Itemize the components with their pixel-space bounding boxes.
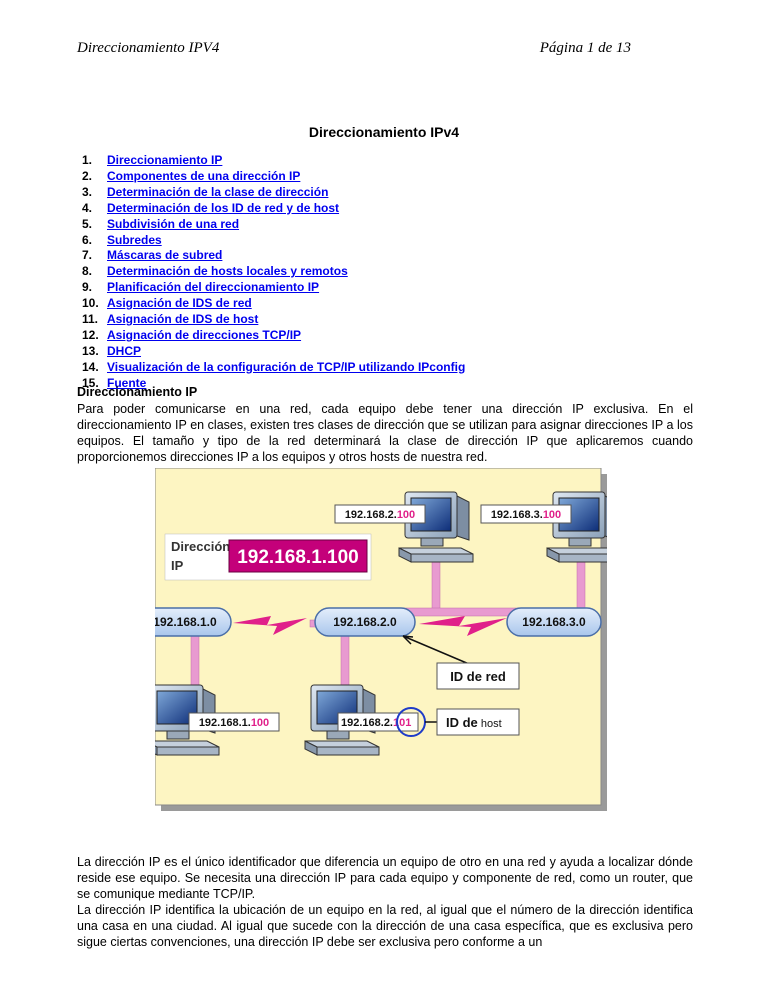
toc-link[interactable]: Determinación de la clase de dirección	[107, 184, 329, 199]
toc-link[interactable]: Asignación de IDS de host	[107, 312, 259, 327]
toc-number: 2.	[82, 168, 93, 183]
network-node-3: 192.168.3.0	[506, 607, 602, 637]
wan-link-left	[233, 616, 307, 635]
address-label-line2: IP	[171, 558, 184, 573]
toc-item: 2. Componentes de una dirección IP	[82, 169, 465, 185]
toc-item: 15. Fuente	[82, 376, 465, 392]
paragraph-3: La dirección IP identifica la ubicación …	[77, 903, 693, 949]
header-doc-name: Direccionamiento IPV4	[77, 40, 220, 56]
toc-link[interactable]: Determinación de hosts locales y remotos	[107, 264, 348, 279]
toc-link[interactable]: Componentes de una dirección IP	[107, 168, 301, 183]
host-label-bottom-right: 192.168.2.101	[337, 712, 419, 732]
ip-addressing-diagram: 192.168.2.100 192.168.3.100 192.168.1.10…	[155, 468, 607, 811]
host-prefix: 192.168.3.	[491, 509, 543, 521]
host-label-bottom-left: 192.168.1.100	[188, 712, 280, 732]
toc-item: 3. Determinación de la clase de dirección	[82, 185, 465, 201]
address-label-line1: Dirección	[171, 539, 230, 554]
network-id-callout: ID de red	[436, 662, 520, 690]
host-label-top-left: 192.168.2.100	[334, 504, 426, 524]
toc-number: 10.	[82, 296, 99, 311]
network-id-label: ID de red	[450, 669, 506, 684]
toc-link[interactable]: Visualización de la configuración de TCP…	[107, 359, 466, 374]
toc-number: 6.	[82, 232, 93, 247]
computer-top-left-icon	[398, 491, 474, 563]
toc-number: 12.	[82, 327, 99, 342]
header-page-number: Página 1 de 13	[539, 40, 631, 56]
host-suffix: 100	[543, 509, 561, 521]
toc-link[interactable]: Máscaras de subred	[107, 248, 223, 263]
section-heading: Direccionamiento IP	[77, 385, 198, 399]
toc-link[interactable]: Determinación de los ID de red y de host	[107, 200, 340, 215]
toc-item: 11. Asignación de IDS de host	[82, 312, 465, 328]
page-header: Direccionamiento IPV4 Página 1 de 13	[77, 40, 631, 57]
toc-link[interactable]: Direccionamiento IP	[107, 153, 223, 167]
table-of-contents: 1. Direccionamiento IP 2. Componentes de u…	[82, 153, 465, 392]
document-title: Direccionamiento IPv4	[308, 124, 460, 140]
network-label: 192.168.2.0	[333, 615, 397, 629]
toc-link[interactable]: Asignación de direcciones TCP/IP	[107, 327, 302, 342]
toc-item: 8. Determinación de hosts locales y remot…	[82, 264, 465, 280]
toc-number: 8.	[82, 264, 93, 279]
toc-number: 11.	[82, 312, 99, 327]
network-label: 192.168.3.0	[522, 615, 586, 629]
host-id-callout: ID de host	[436, 708, 520, 736]
toc-item: 5. Subdivisión de una red	[82, 217, 465, 233]
toc-number: 3.	[82, 184, 93, 199]
network-label: 192.168.1.0	[155, 615, 217, 629]
svg-text:192.168.2.101: 192.168.2.101	[341, 717, 411, 729]
host-suffix: 101	[393, 717, 411, 729]
intro-paragraph: Para poder comunicarse en una red, cada …	[77, 402, 693, 464]
host-suffix: 100	[397, 509, 415, 521]
toc-number: 9.	[82, 280, 93, 295]
toc-number: 1.	[82, 153, 93, 167]
network-node-2: 192.168.2.0	[314, 607, 416, 637]
toc-link[interactable]: Subredes	[107, 232, 162, 247]
toc-item: 13. DHCP	[82, 344, 465, 360]
host-id-label-bold: ID de	[446, 715, 478, 730]
toc-link[interactable]: Subdivisión de una red	[107, 216, 240, 231]
toc-item: 12. Asignación de direcciones TCP/IP	[82, 328, 465, 344]
paragraph-2: La dirección IP es el único identificado…	[77, 855, 693, 901]
wan-link-right	[419, 616, 507, 636]
address-value: 192.168.1.100	[237, 547, 359, 568]
toc-item: 1. Direccionamiento IP	[82, 153, 465, 169]
toc-number: 14.	[82, 359, 99, 374]
svg-text:192.168.2.100: 192.168.2.100	[345, 509, 415, 521]
toc-item: 9. Planificación del direccionamiento IP	[82, 280, 465, 296]
host-id-label-rest: host	[478, 718, 502, 730]
toc-number: 15.	[82, 375, 99, 390]
toc-item: 6. Subredes	[82, 233, 465, 249]
toc-item: 10. Asignación de IDS de red	[82, 296, 465, 312]
toc-number: 5.	[82, 216, 93, 231]
toc-item: 14. Visualización de la configuración de …	[82, 360, 465, 376]
toc-item: 4. Determinación de los ID de red y de ho…	[82, 201, 465, 217]
host-label-top-right: 192.168.3.100	[480, 504, 572, 524]
toc-link[interactable]: Planificación del direccionamiento IP	[107, 280, 320, 295]
computer-top-right-icon	[546, 491, 607, 563]
network-node-1: 192.168.1.0	[155, 607, 232, 637]
toc-item: 7. Máscaras de subred	[82, 248, 465, 264]
host-prefix: 192.168.2.	[341, 717, 393, 729]
toc-link[interactable]: Fuente	[107, 375, 147, 390]
network-id-pointer	[402, 635, 470, 665]
host-suffix: 100	[251, 717, 269, 729]
host-prefix: 192.168.1.	[199, 717, 251, 729]
toc-link[interactable]: Asignación de IDS de red	[107, 296, 252, 311]
svg-text:192.168.3.100: 192.168.3.100	[491, 509, 561, 521]
host-prefix: 192.168.2.	[345, 509, 397, 521]
svg-text:192.168.1.100: 192.168.1.100	[199, 717, 269, 729]
toc-number: 13.	[82, 343, 99, 358]
toc-link[interactable]: DHCP	[107, 343, 142, 358]
toc-number: 4.	[82, 200, 93, 215]
svg-text:ID de host: ID de host	[446, 715, 502, 730]
toc-number: 7.	[82, 248, 93, 263]
address-value-box	[228, 539, 368, 573]
